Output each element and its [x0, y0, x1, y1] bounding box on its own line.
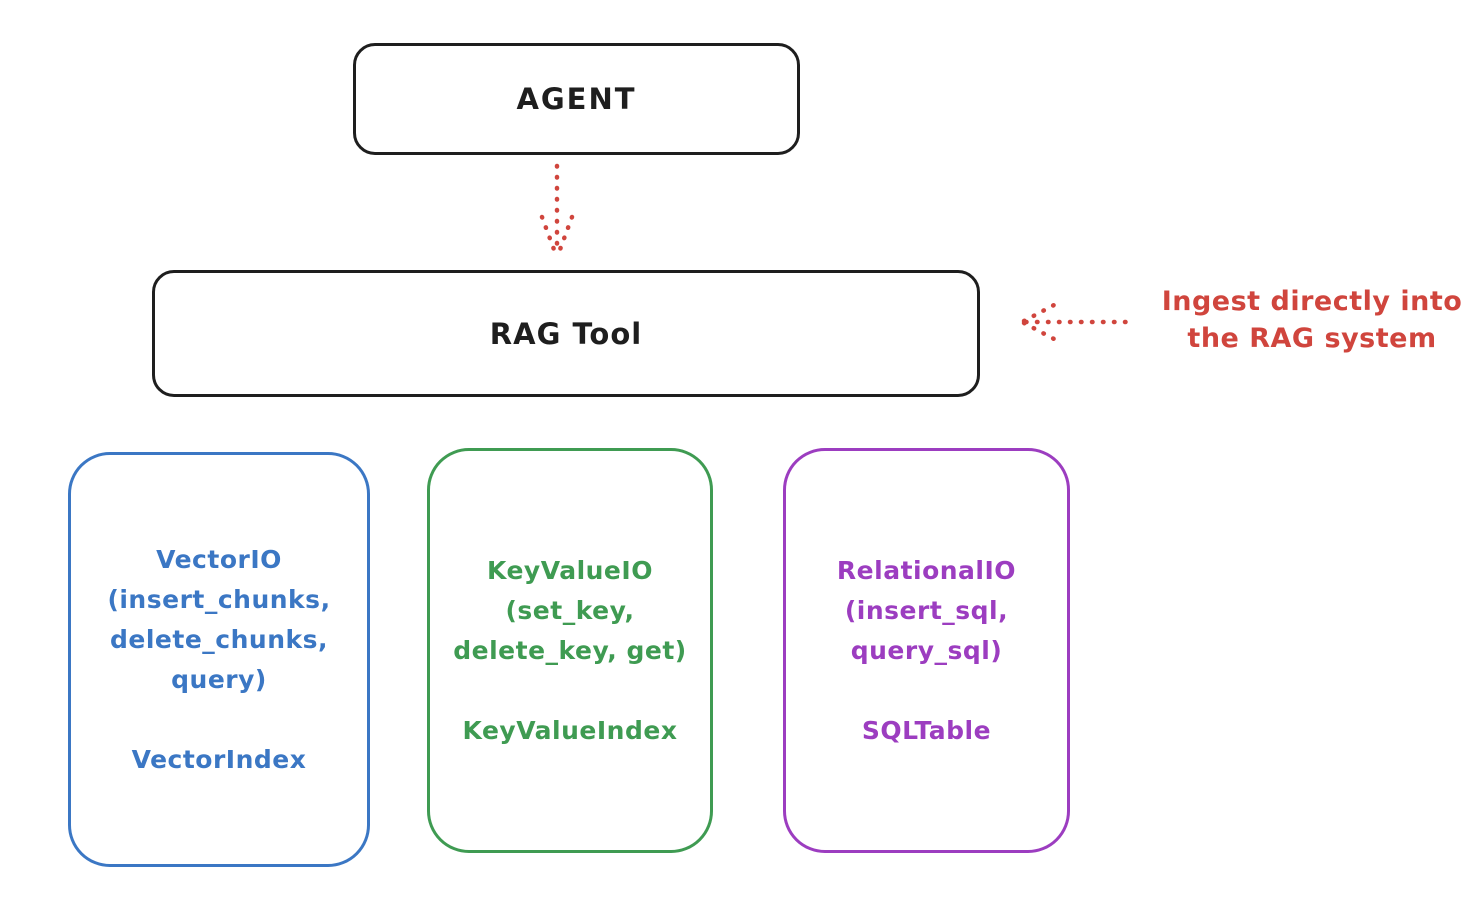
- relational-io-node: RelationalIO (insert_sql, query_sql) SQL…: [783, 448, 1070, 853]
- keyvalue-io-node: KeyValueIO (set_key, delete_key, get) Ke…: [427, 448, 713, 853]
- rag-tool-node: RAG Tool: [152, 270, 980, 397]
- ingest-annotation: Ingest directly into the RAG system: [1161, 286, 1463, 354]
- rag-tool-node-label: RAG Tool: [489, 316, 643, 351]
- agent-node-label: AGENT: [516, 82, 637, 116]
- annotation-to-ragtool-arrow-icon: [1021, 302, 1139, 342]
- vector-io-node: VectorIO (insert_chunks, delete_chunks, …: [68, 452, 370, 867]
- agent-node: AGENT: [353, 43, 800, 155]
- agent-to-ragtool-arrow-icon: [539, 163, 575, 258]
- keyvalue-io-node-text: KeyValueIO (set_key, delete_key, get) Ke…: [453, 555, 687, 745]
- relational-io-node-text: RelationalIO (insert_sql, query_sql) SQL…: [836, 555, 1017, 745]
- vector-io-node-text: VectorIO (insert_chunks, delete_chunks, …: [107, 544, 331, 774]
